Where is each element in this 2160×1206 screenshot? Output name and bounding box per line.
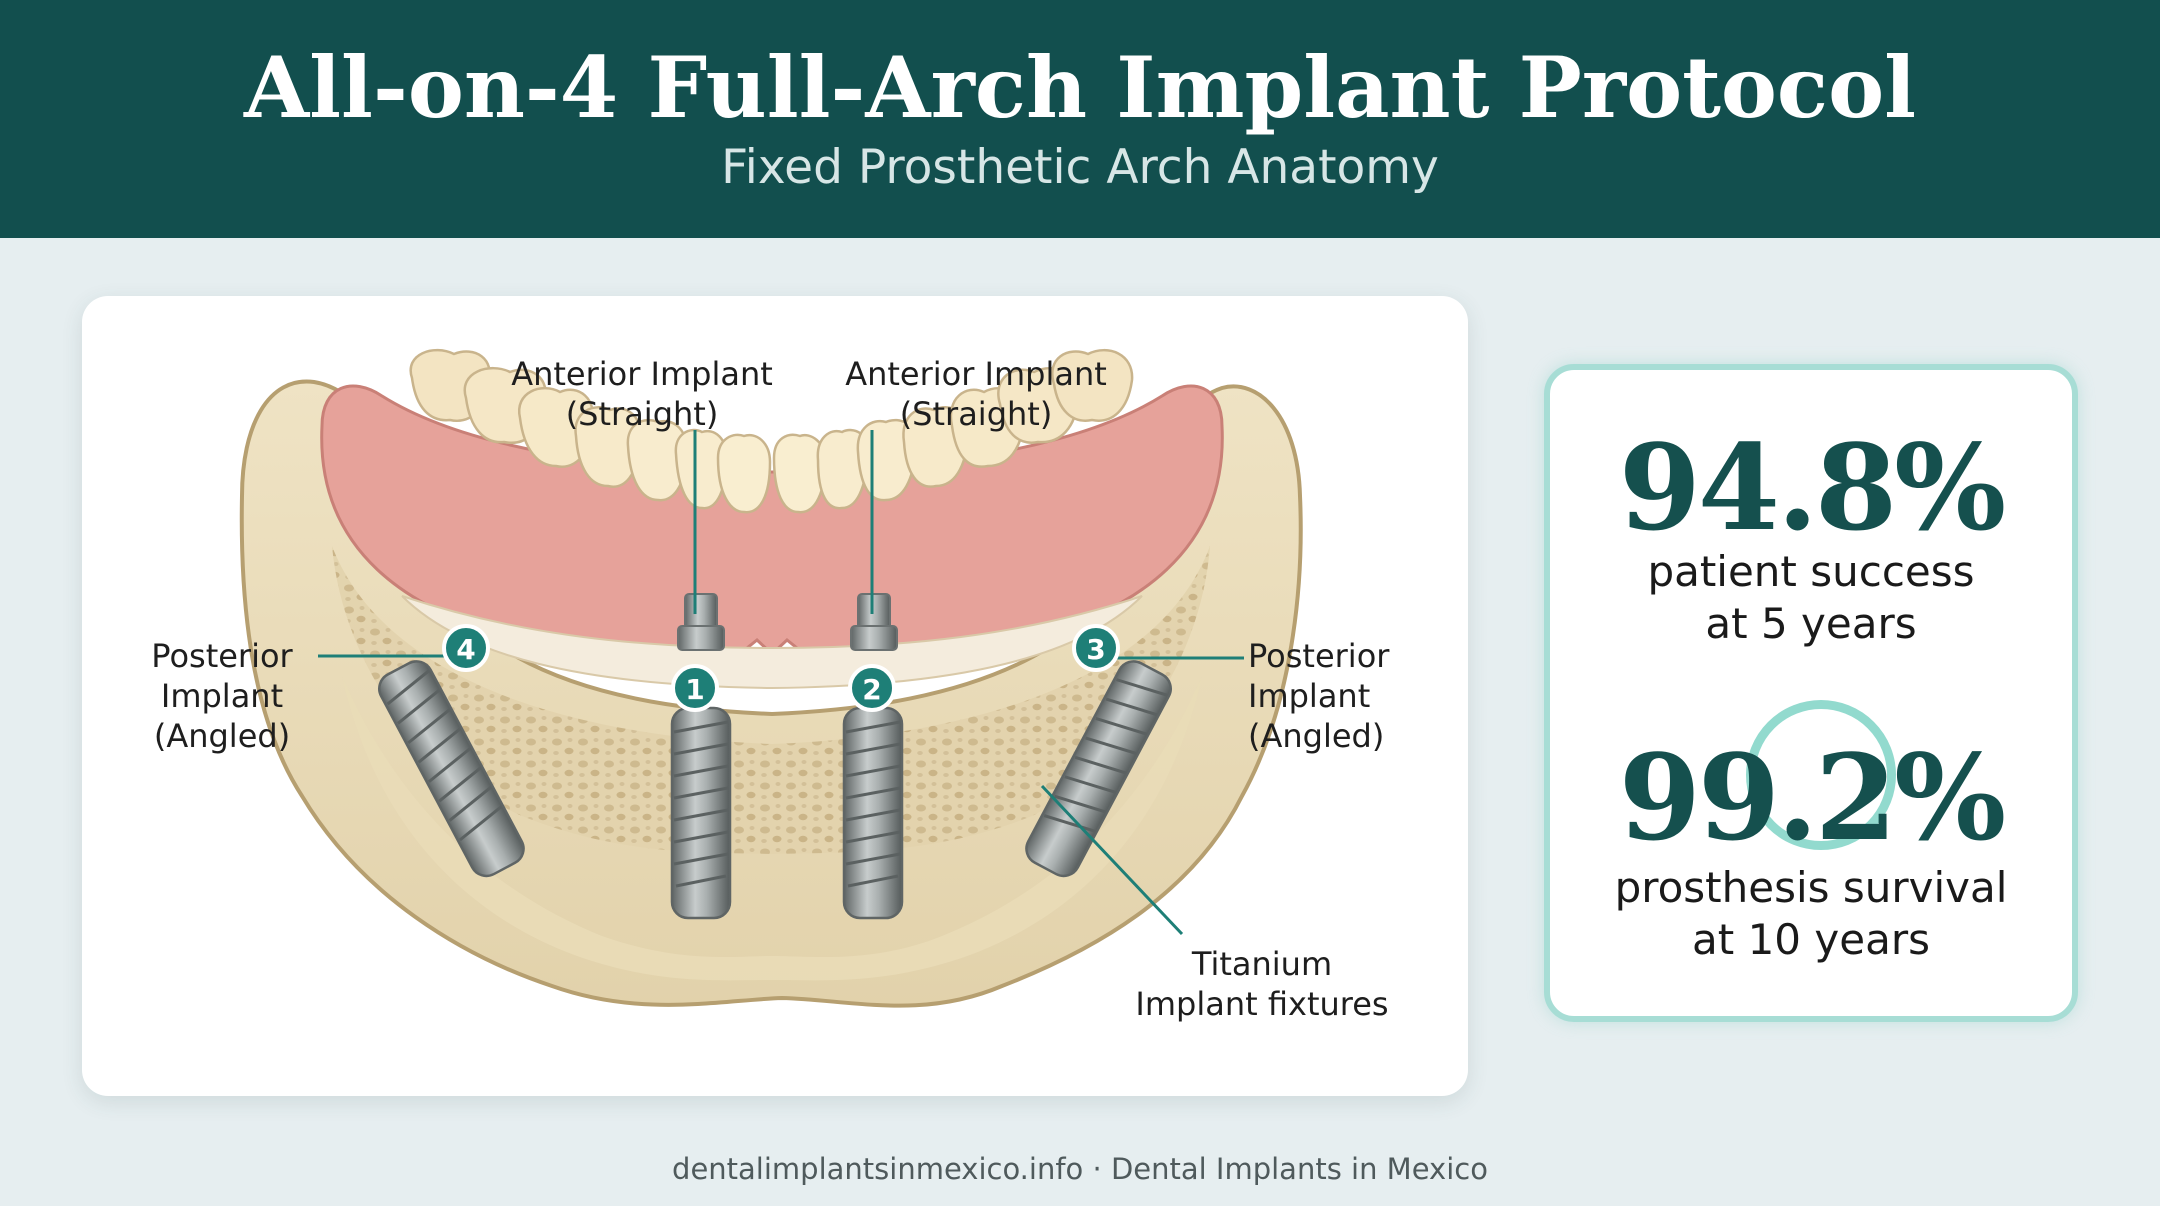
stats-card: 94.8% patient success at 5 years 99.2% p…	[1544, 364, 2078, 1022]
marker-2-label: 2	[862, 673, 881, 706]
implant-anterior-left	[670, 706, 732, 920]
marker-2: 2	[848, 664, 896, 712]
abutments	[677, 593, 898, 651]
implant-posterior-left	[378, 660, 525, 878]
teeth-row	[409, 348, 1134, 514]
label-titanium-fixtures: Titanium Implant fixtures	[1135, 945, 1389, 1023]
label-posterior-implant-right: Posterior Implant (Angled)	[1248, 637, 1390, 755]
page-title: All-on-4 Full-Arch Implant Protocol	[243, 38, 1917, 137]
marker-4: 4	[442, 624, 490, 672]
diagram-card: 1 2 3 4 Anterior Implant (Straight) Ante…	[82, 296, 1468, 1096]
trabecular-bone	[332, 546, 1210, 854]
stat-label-success: patient success at 5 years	[1647, 547, 1975, 648]
implant-posterior-right	[1025, 660, 1172, 878]
label-posterior-implant-left: Posterior Implant (Angled)	[151, 637, 293, 755]
stat-value-success: 94.8%	[1618, 418, 2007, 557]
marker-3-label: 3	[1086, 633, 1105, 666]
jaw-illustration: 1 2 3 4	[239, 348, 1303, 1008]
marker-1: 1	[671, 664, 719, 712]
page-subtitle: Fixed Prosthetic Arch Anatomy	[721, 140, 1439, 195]
marker-1-label: 1	[685, 673, 704, 706]
header-banner: All-on-4 Full-Arch Implant Protocol Fixe…	[0, 0, 2160, 238]
implant-anterior-right	[842, 706, 904, 920]
label-anterior-implant-left: Anterior Implant (Straight)	[511, 355, 773, 433]
marker-4-label: 4	[456, 633, 475, 666]
marker-3: 3	[1072, 624, 1120, 672]
stat-value-survival: 99.2%	[1618, 728, 2007, 867]
footer-source: dentalimplantsinmexico.info · Dental Imp…	[672, 1152, 1488, 1186]
label-anterior-implant-right: Anterior Implant (Straight)	[845, 355, 1107, 433]
highlight-ring	[1746, 700, 1896, 850]
stat-label-survival: prosthesis survival at 10 years	[1614, 863, 2008, 964]
leader-lines	[318, 430, 1244, 936]
